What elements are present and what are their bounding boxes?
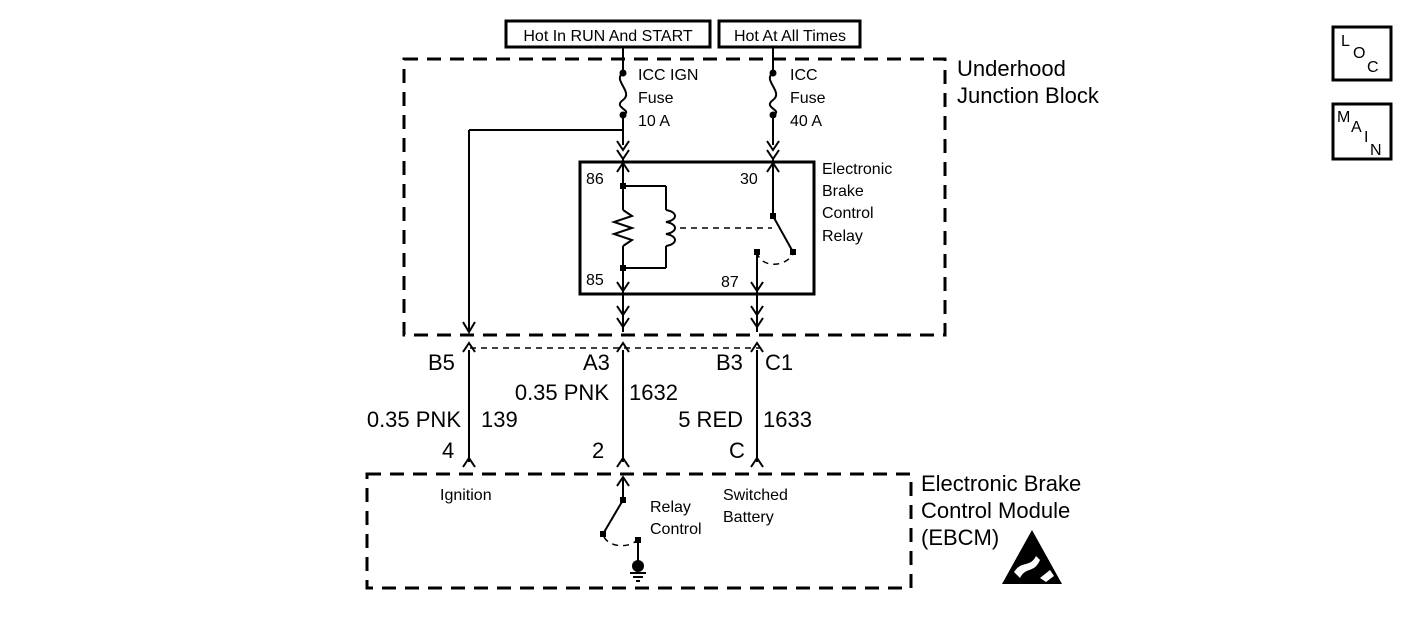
resistor-icon xyxy=(610,209,636,247)
relay-output-87 xyxy=(750,281,764,332)
esd-warning-icon xyxy=(1002,530,1062,584)
power-label-all-times: Hot At All Times xyxy=(717,19,862,49)
svg-text:A: A xyxy=(1351,119,1362,136)
fuse-element-icon xyxy=(768,72,778,116)
ebcm-title-3: (EBCM) xyxy=(921,525,999,550)
module-pin-2: 2 xyxy=(592,438,604,463)
relay-pin-87: 87 xyxy=(721,274,739,291)
svg-text:L: L xyxy=(1341,33,1350,50)
relay-label-3: Control xyxy=(822,205,874,222)
junction-block-outline xyxy=(402,57,947,337)
main-button[interactable]: M A I N xyxy=(1331,102,1393,161)
icc-fuse xyxy=(766,47,780,216)
svg-text:C: C xyxy=(1367,59,1379,76)
wire-139-circuit: 139 xyxy=(481,407,518,432)
coil-icon xyxy=(665,209,676,247)
junction-block-title: Underhood xyxy=(957,56,1066,81)
all-times-label: Hot At All Times xyxy=(734,28,846,45)
connector-a3: A3 xyxy=(583,350,610,375)
ebcm-title-2: Control Module xyxy=(921,498,1070,523)
ground-node-icon xyxy=(632,560,644,572)
connector-b5: B5 xyxy=(428,350,455,375)
connector-b3: B3 xyxy=(716,350,743,375)
ebcm-relay-control-label-2: Control xyxy=(650,521,702,538)
icc-ign-fuse-rating: 10 A xyxy=(638,113,670,130)
relay-label-4: Relay xyxy=(822,228,863,245)
icc-fuse-label: ICC xyxy=(790,67,818,84)
ebcm-switched-battery-label-2: Battery xyxy=(723,509,774,526)
relay-box xyxy=(578,160,816,296)
wire-1632-circuit: 1632 xyxy=(629,380,678,405)
fuse-element-icon xyxy=(618,72,628,116)
relay-coil xyxy=(610,183,676,300)
relay-label-2: Brake xyxy=(822,183,864,200)
power-label-run-start: Hot In RUN And START xyxy=(504,19,712,49)
relay-pin-85: 85 xyxy=(586,272,604,289)
wire-1633-circuit: 1633 xyxy=(763,407,812,432)
junction-block-title-2: Junction Block xyxy=(957,83,1100,108)
svg-text:I: I xyxy=(1364,129,1368,146)
run-start-label: Hot In RUN And START xyxy=(523,28,692,45)
svg-text:N: N xyxy=(1370,142,1382,159)
ebcm-ignition-label: Ignition xyxy=(440,487,492,504)
icc-fuse-label-2: Fuse xyxy=(790,90,826,107)
svg-text:O: O xyxy=(1353,45,1365,62)
icc-ign-fuse-label-2: Fuse xyxy=(638,90,674,107)
ebcm-outline xyxy=(365,472,913,590)
svg-text:M: M xyxy=(1337,109,1350,126)
icc-ign-fuse xyxy=(462,47,630,334)
wire-139-color: 0.35 PNK xyxy=(367,407,461,432)
ebcm-switched-battery-label: Switched xyxy=(723,487,788,504)
ebcm-relay-control-label: Relay xyxy=(650,499,691,516)
wire-1633-color: 5 RED xyxy=(678,407,743,432)
wire-1632-color: 0.35 PNK xyxy=(515,380,609,405)
module-pin-c: C xyxy=(729,438,745,463)
relay-pin-30: 30 xyxy=(740,171,758,188)
loc-button[interactable]: L O C xyxy=(1331,25,1393,82)
module-pin-4: 4 xyxy=(442,438,454,463)
icc-ign-fuse-label: ICC IGN xyxy=(638,67,698,84)
relay-pin-86: 86 xyxy=(586,171,604,188)
relay-label: Electronic xyxy=(822,161,892,178)
relay-output-85 xyxy=(616,281,630,332)
icc-fuse-rating: 40 A xyxy=(790,113,822,130)
ebcm-title: Electronic Brake xyxy=(921,471,1081,496)
connector-c1: C1 xyxy=(765,350,793,375)
ebcm-relay-control-switch xyxy=(600,475,646,582)
